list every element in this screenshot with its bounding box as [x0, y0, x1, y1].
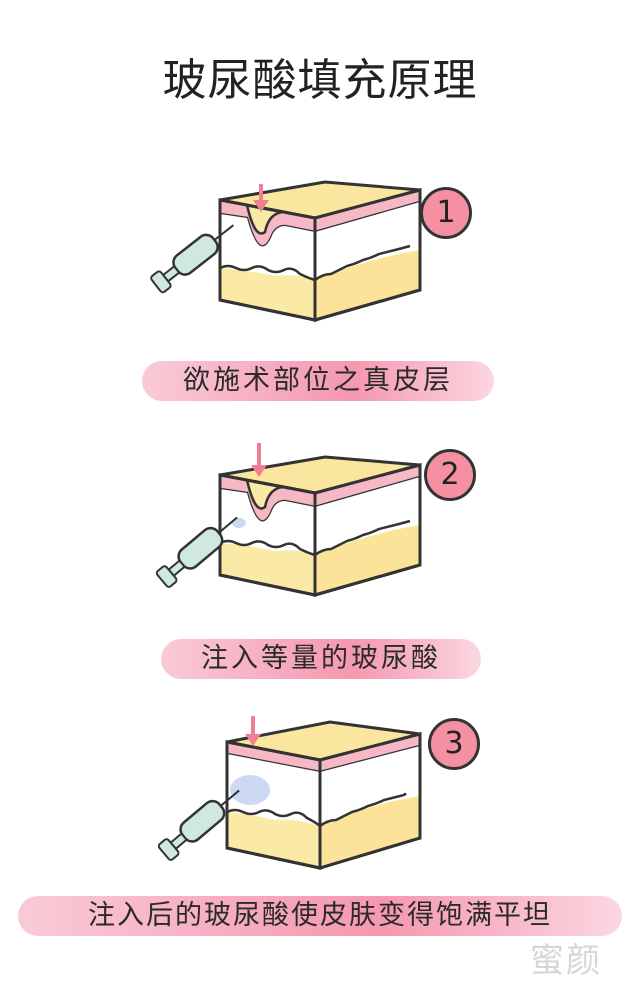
skin-block-icon: [155, 443, 422, 597]
syringe-icon: [150, 224, 234, 294]
down-arrow-icon: [245, 716, 261, 746]
step-caption: 注入后的玻尿酸使皮肤变得饱满平坦: [18, 896, 622, 936]
step-number-badge: 2: [424, 449, 476, 501]
step-caption: 注入等量的玻尿酸: [161, 639, 481, 679]
skin-block-icon: [157, 716, 422, 871]
step-number-badge: 1: [420, 187, 472, 239]
down-arrow-icon: [251, 443, 267, 477]
watermark: 蜜颜: [530, 941, 602, 981]
step-caption: 欲施术部位之真皮层: [142, 361, 494, 401]
down-arrow-icon: [253, 184, 269, 212]
syringe-icon: [157, 789, 240, 861]
syringe-icon: [155, 516, 238, 588]
step-number-badge: 3: [428, 718, 480, 770]
page-title: 玻尿酸填充原理: [162, 55, 478, 106]
skin-block-icon: [150, 180, 422, 322]
